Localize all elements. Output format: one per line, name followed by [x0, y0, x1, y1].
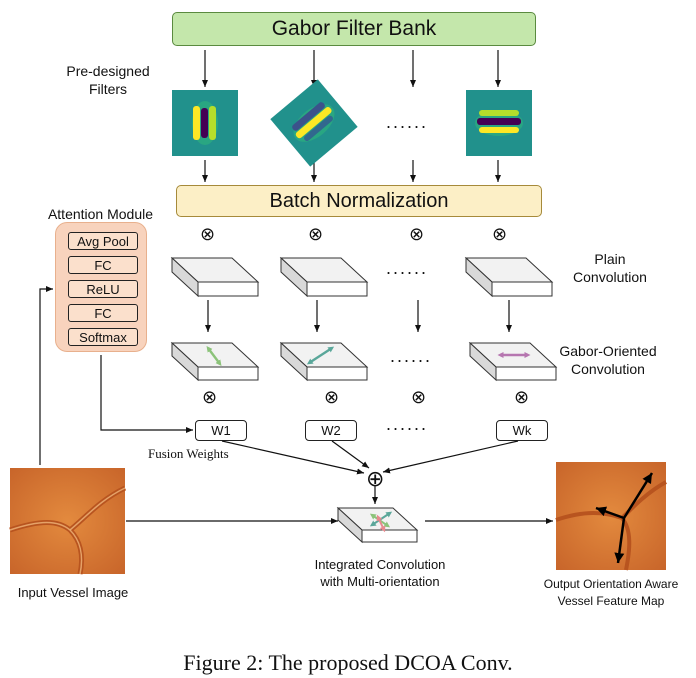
- plain-conv-slab-1: [170, 256, 260, 298]
- gabor-conv-ellipsis: ......: [390, 346, 433, 366]
- integrated-convolution-label: Integrated Convolution with Multi-orient…: [314, 557, 446, 589]
- weight-ellipsis: ......: [386, 414, 429, 434]
- fc-layer-2: FC: [68, 304, 138, 322]
- relu-layer: ReLU: [68, 280, 138, 298]
- multiply-symbol: ⊗: [324, 387, 340, 407]
- predesigned-filters-label: Pre-designed Filters: [66, 63, 150, 97]
- multiply-symbol: ⊗: [200, 224, 216, 244]
- fusion-weights-label: Fusion Weights: [148, 446, 229, 461]
- plain-conv-slab-2: [279, 256, 369, 298]
- input-vessel-image-label: Input Vessel Image: [17, 585, 129, 600]
- plain-conv-ellipsis: ......: [386, 258, 429, 278]
- sum-symbol: ⊕: [366, 466, 385, 491]
- gabor-filter-bank-box: Gabor Filter Bank: [172, 12, 536, 46]
- gabor-conv-slab-1: [170, 341, 260, 382]
- batch-normalization-label: Batch Normalization: [269, 189, 449, 212]
- gabor-oriented-convolution-label: Gabor-Oriented Convolution: [559, 343, 657, 377]
- attention-module-panel: Avg Pool FC ReLU FC Softmax: [55, 222, 147, 352]
- gabor-conv-slab-k: [468, 341, 558, 382]
- gabor-conv-slab-2: [279, 341, 369, 382]
- gabor-filter-k: [466, 90, 532, 156]
- weight-box-2: W2: [305, 420, 357, 441]
- plain-conv-slab-k: [464, 256, 554, 298]
- multiply-symbol: ⊗: [409, 224, 425, 244]
- multiply-symbol: ⊗: [514, 387, 530, 407]
- input-vessel-image: [9, 468, 127, 575]
- gabor-filter-2: [270, 79, 358, 167]
- green-orientation-arrow: [206, 346, 222, 366]
- weight-box-k: Wk: [496, 420, 548, 441]
- multiply-symbol: ⊗: [202, 387, 218, 407]
- figure-caption: Figure 2: The proposed DCOA Conv.: [183, 650, 513, 675]
- gabor-filter-bank-label: Gabor Filter Bank: [271, 17, 437, 40]
- gabor-filter-1: [172, 90, 238, 156]
- plain-convolution-label: Plain Convolution: [573, 251, 647, 285]
- avg-pool-layer: Avg Pool: [68, 232, 138, 250]
- batch-normalization-box: Batch Normalization: [176, 185, 542, 217]
- multiply-symbol: ⊗: [411, 387, 427, 407]
- attention-module-title: Attention Module: [47, 206, 154, 222]
- output-feature-map-image: [555, 462, 667, 571]
- fc-layer-1: FC: [68, 256, 138, 274]
- filter-ellipsis: ......: [386, 112, 429, 132]
- output-feature-map-label: Output Orientation Aware Vessel Feature …: [543, 577, 679, 608]
- multiply-symbol: ⊗: [492, 224, 508, 244]
- integrated-conv-slab: [336, 506, 419, 544]
- plain-conv-slabs: [170, 256, 554, 298]
- teal-orientation-arrow: [306, 346, 335, 365]
- multiply-symbol: ⊗: [308, 224, 324, 244]
- softmax-layer: Softmax: [68, 328, 138, 346]
- weight-box-1: W1: [195, 420, 247, 441]
